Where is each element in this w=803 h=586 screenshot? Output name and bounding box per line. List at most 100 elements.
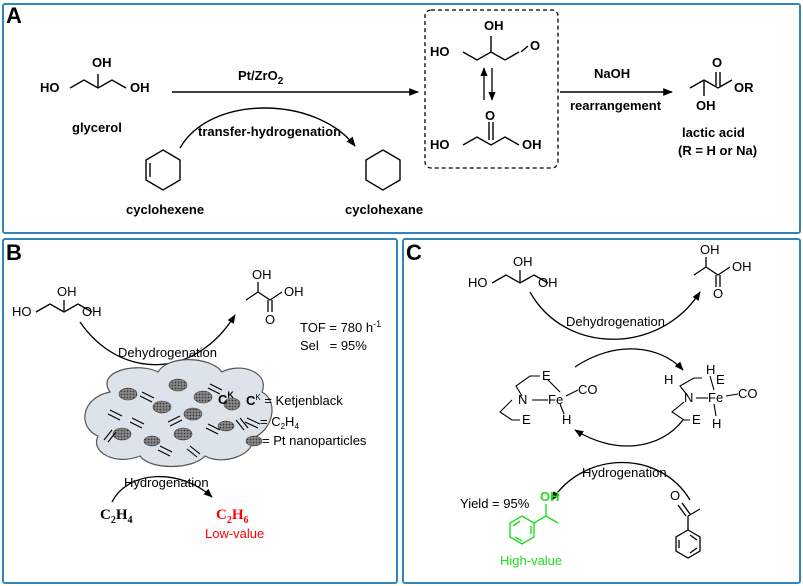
legend-pt-symbol	[245, 435, 263, 447]
legend-b: CK = Ketjenblack = C2H4 = Pt nanoparticl…	[244, 393, 367, 448]
hydrogenation-arc-b	[111, 475, 213, 503]
glycerol-b-oh-top: OH	[57, 284, 77, 299]
ck-label: CK	[218, 390, 234, 407]
lactate-oh: OH	[696, 98, 716, 113]
fe-complex-left: N Fe CO H E E	[499, 368, 598, 427]
glycerol-structure	[69, 74, 127, 89]
complex-right-e-bottom: E	[692, 412, 701, 427]
phenylethanol-structure	[509, 504, 559, 545]
glyceraldehyde-oh: OH	[484, 18, 504, 33]
legend-pt: = Pt nanoparticles	[262, 433, 367, 448]
fe-complex-right: H N Fe CO H H E E	[664, 362, 758, 431]
transfer-hydrogenation-label: transfer-hydrogenation	[198, 124, 341, 139]
complex-right-n: N	[684, 390, 693, 405]
complex-left-e-top: E	[542, 368, 551, 383]
complex-left-fe: Fe	[548, 392, 563, 407]
glycerol-oh-right: OH	[130, 80, 150, 95]
panel-b-label: B	[6, 240, 22, 265]
legend-ethylene-symbol-a	[246, 417, 261, 425]
lactic-acid-r-note: (R = H or Na)	[678, 143, 757, 158]
lactic-acid-b-oh-top: OH	[252, 267, 272, 282]
naoh-label: NaOH	[594, 66, 630, 81]
dha-ho: HO	[430, 137, 450, 152]
dha-o: O	[485, 108, 495, 123]
complex-left-n: N	[518, 392, 527, 407]
panel-a	[2, 3, 801, 234]
lactic-acid-b-o: O	[265, 312, 275, 327]
ethylene-molecules	[103, 383, 249, 458]
hydrogenation-arc-c	[551, 461, 691, 501]
transfer-hydrogenation-arc	[179, 107, 356, 149]
glycerol-c-oh-right: OH	[538, 275, 558, 290]
lactic-acid-c-oh-top: OH	[700, 242, 720, 257]
high-value-label: High-value	[500, 553, 562, 568]
rearrangement-label: rearrangement	[570, 98, 662, 113]
acetophenone-structure	[675, 502, 701, 559]
cycle-arc-bottom	[574, 419, 684, 447]
dehydrogenation-label-b: Dehydrogenation	[118, 345, 217, 360]
panel-c	[402, 238, 801, 584]
lactic-acid-c-structure	[693, 257, 731, 287]
dihydroxyacetone-structure	[462, 122, 520, 146]
glycerol-b-ho: HO	[12, 304, 32, 319]
lactic-acid-b-structure	[245, 282, 283, 312]
complex-right-h-n: H	[664, 372, 673, 387]
lactic-acid-c-o: O	[713, 286, 723, 301]
selectivity-value: Sel = 95%	[300, 338, 367, 353]
acetophenone-o: O	[670, 488, 680, 503]
complex-left-e-bottom: E	[522, 412, 531, 427]
ethane-product: C2H6	[216, 507, 249, 526]
complex-right-h-bottom: H	[712, 416, 721, 431]
yield-label: Yield = 95%	[460, 496, 530, 511]
glycerol-b-structure	[35, 300, 93, 313]
legend-ketjen: CK = Ketjenblack	[246, 393, 343, 408]
low-value-label: Low-value	[205, 526, 264, 541]
panel-a-label: A	[6, 3, 22, 28]
lactate-or: OR	[734, 80, 754, 95]
intermediates-box	[424, 9, 559, 169]
dha-oh: OH	[522, 137, 542, 152]
cyclohexane-label: cyclohexane	[345, 202, 423, 217]
lactic-acid-c-oh-right: OH	[732, 259, 752, 274]
glycerol-c-structure	[491, 270, 549, 284]
lactate-structure	[689, 72, 733, 96]
tof-value: TOF = 780 h-1	[300, 319, 381, 335]
dehydrogenation-arc-c	[529, 291, 701, 340]
glycerol-oh-top: OH	[92, 55, 112, 70]
cyclohexane-structure	[365, 149, 401, 191]
cyclohexene-label: cyclohexene	[126, 202, 204, 217]
ketjenblack-cloud	[84, 359, 273, 467]
panel-b	[2, 238, 398, 584]
legend-ethylene: = C2H4	[260, 414, 299, 431]
ethylene-reactant: C2H4	[100, 507, 133, 526]
complex-right-fe: Fe	[708, 390, 723, 405]
catalyst-label: Pt/ZrO2	[238, 68, 284, 87]
hydrogenation-label-b: Hydrogenation	[124, 475, 209, 490]
glyceraldehyde-structure	[462, 36, 529, 61]
complex-right-e-top: E	[716, 372, 725, 387]
cycle-arc-top	[574, 348, 684, 371]
dehydrogenation-arc-b	[79, 314, 236, 366]
glyceraldehyde-o: O	[530, 38, 540, 53]
lactate-o: O	[712, 55, 722, 70]
panel-c-label: C	[406, 240, 422, 265]
legend-ethylene-symbol-b	[244, 421, 259, 429]
complex-right-h-fe: H	[706, 362, 715, 377]
glycerol-b-oh-right: OH	[82, 304, 102, 319]
complex-left-co: CO	[578, 382, 598, 397]
glycerol-ho: HO	[40, 80, 60, 95]
cyclohexene-structure	[145, 149, 181, 191]
complex-right-co: CO	[738, 386, 758, 401]
glyceraldehyde-ho: HO	[430, 44, 450, 59]
glycerol-c-ho: HO	[468, 275, 488, 290]
phenylethanol-oh: OH	[540, 489, 560, 504]
glycerol-label: glycerol	[72, 120, 122, 135]
glycerol-c-oh-top: OH	[513, 254, 533, 269]
complex-left-h: H	[562, 412, 571, 427]
dehydrogenation-label-c: Dehydrogenation	[566, 314, 665, 329]
lactic-acid-b-oh-right: OH	[284, 284, 304, 299]
lactic-acid-label: lactic acid	[682, 125, 745, 140]
hydrogenation-label-c: Hydrogenation	[582, 465, 667, 480]
pt-nanoparticles	[112, 378, 241, 447]
